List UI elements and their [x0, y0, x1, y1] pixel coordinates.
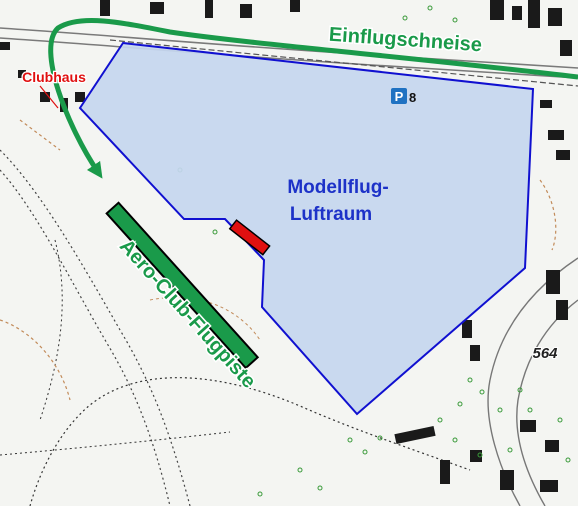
approach-arrow-icon [48, 17, 578, 179]
clubhouse-pointer-icon [39, 85, 59, 109]
model-flight-airspace [78, 41, 535, 416]
airspace-label-line2: Luftraum [290, 204, 372, 225]
elevation-label: 564 [532, 345, 558, 362]
buildings [0, 0, 572, 492]
clubhouse-label: Clubhaus [22, 69, 86, 85]
approach-label: Einflugschneise [328, 24, 483, 57]
aero-club-runway [105, 201, 260, 370]
parking-number: 8 [409, 90, 416, 105]
parking-icon: P 8 [391, 88, 416, 105]
launch-pad [228, 219, 271, 256]
airspace-label-line1: Modellflug- [287, 177, 388, 198]
parking-letter: P [395, 89, 404, 104]
